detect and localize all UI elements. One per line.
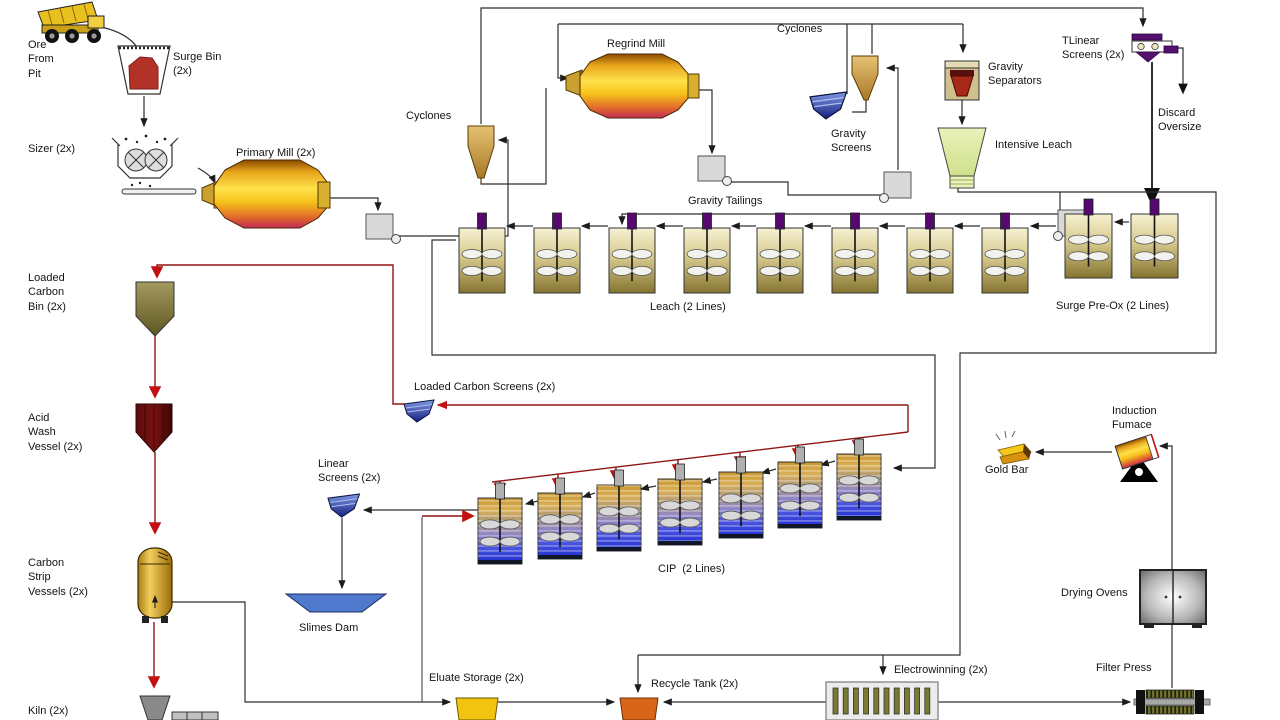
label-kiln: Kiln (2x): [28, 705, 69, 717]
leach-tank: [906, 212, 954, 294]
leach-tank: [981, 212, 1029, 294]
linear-screens-icon: [327, 493, 361, 518]
label-discard-oversize: Discard Oversize: [1158, 107, 1202, 134]
surge-bin: [117, 45, 171, 95]
label-acid-wash: Acid Wash Vessel (2x): [28, 412, 83, 453]
drying-ovens: [1139, 569, 1207, 628]
pump-primary-mill-discharge: [365, 213, 401, 244]
leach-tank: [458, 212, 506, 294]
sizer: [111, 134, 197, 195]
label-eluate-storage: Eluate Storage (2x): [429, 672, 524, 684]
label-loaded-carbon-screens: Loaded Carbon Screens (2x): [414, 381, 556, 393]
cip-tank: [657, 463, 703, 546]
cip-tank: [836, 438, 882, 521]
label-primary-mill: Primary Mill (2x): [236, 147, 316, 159]
electrowinning-electrode: [832, 687, 839, 715]
gold-bar-icon: [995, 430, 1032, 465]
label-induction-furnace: Induction Fumace: [1112, 405, 1157, 432]
carbon-lines: [147, 264, 909, 689]
electrowinning-cell: [825, 681, 939, 720]
electrowinning-electrode: [853, 687, 859, 715]
tlinear-screens: [1131, 33, 1179, 63]
label-intensive-leach: Intensive Leach: [995, 139, 1073, 151]
label-cip: CIP (2 Lines): [658, 563, 726, 575]
label-surge-bin: Surge Bin (2x): [173, 51, 222, 78]
label-slimes-dam: Slimes Dam: [299, 622, 359, 634]
label-surge-preox: Surge Pre-Ox (2 Lines): [1056, 300, 1170, 312]
label-linear-screens: Linear Screens (2x): [318, 458, 381, 485]
label-loaded-carbon-bin: Loaded Carbon Bin (2x): [28, 272, 66, 313]
loaded-carbon-screens-icon: [403, 399, 435, 423]
intensive-leach: [937, 127, 987, 189]
label-cyclones-primary: Cyclones: [406, 110, 452, 122]
leach-tank: [533, 212, 581, 294]
label-tlinear-screens: TLinear Screens (2x): [1062, 35, 1125, 62]
label-sizer: Sizer (2x): [28, 143, 76, 155]
tank-layer: [458, 198, 1179, 565]
gravity-separators: [944, 60, 980, 101]
surge-preox-tank: [1064, 198, 1113, 279]
electrowinning-electrode: [924, 687, 931, 715]
slimes-dam-icon: [284, 593, 388, 613]
electrowinning-electrode: [863, 687, 869, 715]
process-lines: [95, 7, 1217, 706]
filter-press: [1133, 689, 1211, 715]
electrowinning-electrode: [914, 687, 920, 715]
cip-tank: [718, 456, 764, 539]
label-carbon-strip: Carbon Strip Vessels (2x): [28, 557, 88, 598]
label-ore-from-pit: Ore From Pit: [28, 39, 54, 80]
pump-regrind-discharge: [697, 155, 732, 186]
cip-tank: [777, 446, 823, 529]
eluate-storage-tank: [455, 697, 499, 720]
leach-tank: [683, 212, 731, 294]
loaded-carbon-bin: [135, 281, 175, 337]
cip-tank: [537, 477, 583, 560]
label-regrind-mill: Regrind Mill: [607, 38, 666, 50]
label-cyclones-secondary: Cyclones: [777, 23, 823, 35]
acid-wash-vessel: [135, 403, 173, 453]
label-leach: Leach (2 Lines): [650, 301, 726, 313]
label-electrowinning: Electrowinning (2x): [894, 664, 988, 676]
electrowinning-electrode: [904, 687, 910, 715]
electrowinning-electrode: [883, 687, 890, 715]
surge-preox-tank: [1130, 198, 1179, 279]
leach-tank: [608, 212, 656, 294]
label-filter-press: Filter Press: [1096, 662, 1152, 674]
label-gold-bar: Gold Bar: [985, 464, 1029, 476]
label-gravity-tailings: Gravity Tailings: [688, 195, 763, 207]
electrowinning-electrode: [842, 687, 849, 715]
cip-tank: [596, 469, 642, 552]
primary-cyclone: [467, 125, 495, 184]
cip-tank: [477, 482, 523, 565]
label-drying-ovens: Drying Ovens: [1061, 587, 1128, 599]
carbon-strip-vessel: [137, 547, 173, 623]
label-gravity-screens: Gravity Screens: [831, 128, 872, 155]
kiln: [139, 695, 219, 720]
secondary-cyclone: [851, 55, 879, 101]
recycle-tank-icon: [619, 697, 659, 720]
leach-tank: [756, 212, 804, 294]
electrowinning-electrode: [873, 687, 880, 715]
leach-tank: [831, 212, 879, 294]
pump-cyclone-feed: [879, 171, 912, 203]
regrind-mill: [565, 53, 700, 119]
induction-furnace: [1114, 433, 1160, 482]
haul-truck: [37, 1, 105, 43]
electrowinning-electrode: [893, 687, 900, 715]
primary-mill: [201, 159, 331, 229]
label-gravity-separators: Gravity Separators: [988, 61, 1042, 88]
gravity-screens-icon: [809, 91, 848, 120]
label-recycle-tank: Recycle Tank (2x): [651, 678, 739, 690]
